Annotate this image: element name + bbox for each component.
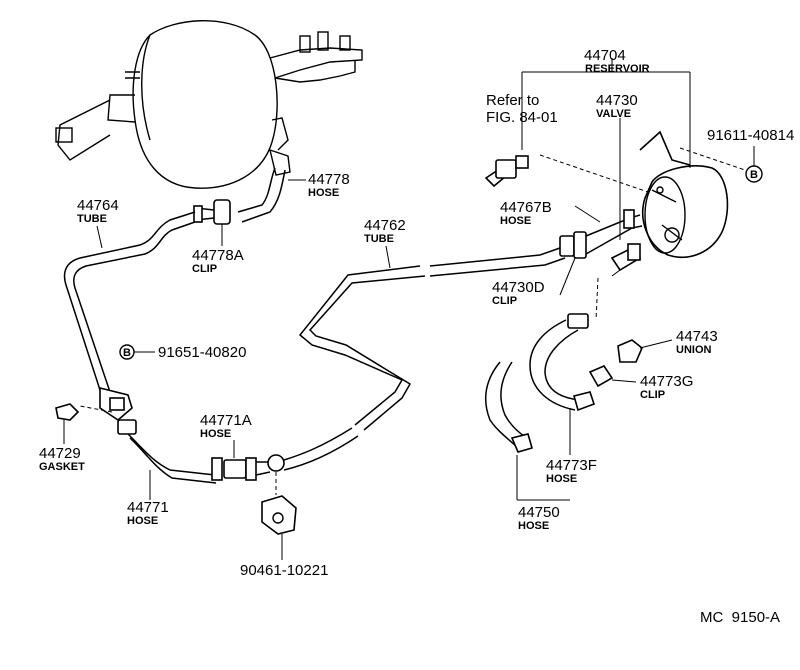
hose-44767b	[559, 205, 643, 296]
part-labels: 44704 RESERVOIR Refer to FIG. 84-01 4473…	[39, 47, 794, 626]
label-44773f-pn: 44773F	[546, 457, 597, 474]
bolt-91611-40814	[745, 146, 763, 183]
label-bolt-right-b: B	[750, 169, 758, 181]
hose-44771	[117, 419, 217, 500]
label-44762-name: TUBE	[364, 233, 394, 245]
label-44778a-name: CLIP	[192, 263, 217, 275]
label-44778-name: HOSE	[308, 187, 339, 199]
label-91611-40814: 91611-40814	[707, 127, 794, 144]
label-44704-name: RESERVOIR	[585, 63, 650, 75]
brake-booster-drawing	[55, 20, 363, 189]
hose-44778	[237, 148, 291, 223]
bracket-90461-10221	[261, 472, 297, 560]
label-44704-pn: 44704	[584, 47, 626, 64]
label-44750-name: HOSE	[518, 520, 549, 532]
hose-44750	[484, 361, 570, 501]
clip-44773g	[588, 365, 637, 388]
label-44773g-name: CLIP	[640, 389, 665, 401]
label-44771a-pn: 44771A	[200, 412, 252, 429]
reservoir-leader	[522, 58, 691, 168]
label-90461-10221: 90461-10221	[240, 562, 328, 579]
label-44729-name: GASKET	[39, 461, 85, 473]
label-44730d-name: CLIP	[492, 295, 517, 307]
label-44773f-name: HOSE	[546, 473, 577, 485]
label-fig-ref: FIG. 84-01	[486, 109, 558, 126]
label-44764-name: TUBE	[77, 213, 107, 225]
clip-44778a	[193, 199, 231, 225]
label-44730d-pn: 44730D	[492, 279, 545, 296]
label-44778a-pn: 44778A	[192, 247, 244, 264]
reservoir-44704	[539, 130, 746, 259]
label-bolt-left-b: B	[123, 347, 131, 359]
label-44767b-pn: 44767B	[500, 199, 552, 216]
label-44730-pn: 44730	[596, 92, 638, 109]
left-union-fitting	[79, 386, 133, 422]
label-44771-pn: 44771	[127, 499, 169, 516]
hose-44773f	[529, 277, 599, 455]
label-44773g-pn: 44773G	[640, 373, 693, 390]
valve-44730	[610, 118, 642, 277]
label-44729-pn: 44729	[39, 445, 81, 462]
gasket-44729	[55, 403, 80, 444]
union-44743	[617, 339, 673, 363]
hose-44771a	[211, 427, 359, 481]
label-44778-pn: 44778	[308, 171, 350, 188]
referenced-valve-fig-84-01	[484, 72, 529, 188]
tube-44764	[63, 211, 196, 403]
label-44771a-name: HOSE	[200, 428, 231, 440]
label-44730-name: VALVE	[596, 108, 631, 120]
label-91651-40820: 91651-40820	[158, 344, 246, 361]
label-44767b-name: HOSE	[500, 215, 531, 227]
label-44771-name: HOSE	[127, 515, 158, 527]
figure-code: MC 9150-A	[700, 609, 780, 626]
label-44764-pn: 44764	[77, 197, 119, 214]
label-refer-to: Refer to	[486, 92, 539, 109]
label-44762-pn: 44762	[364, 217, 406, 234]
label-44743-pn: 44743	[676, 328, 718, 345]
bolt-91651-40820	[119, 344, 155, 360]
tube-44762	[298, 247, 566, 431]
label-44750-pn: 44750	[518, 504, 560, 521]
label-44743-name: UNION	[676, 344, 712, 356]
